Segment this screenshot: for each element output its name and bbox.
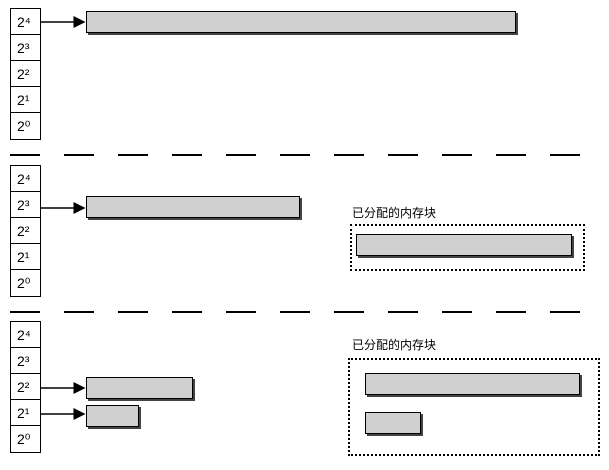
cell-2e4: 2⁴ [11,166,40,192]
cell-2e2: 2² [11,61,40,87]
free-block-2e2 [86,377,193,399]
cell-2e3: 2³ [11,348,40,374]
exponent-table-1: 2⁴ 2³ 2² 2¹ 2⁰ [10,8,41,140]
cell-2e0: 2⁰ [17,431,31,447]
allocated-region [350,224,585,271]
cell-2e3: 2³ [11,35,40,61]
allocated-block-2e1 [365,412,421,434]
cell-2e3: 2³ [11,192,40,218]
allocated-block-2e3 [356,234,572,256]
allocated-label: 已分配的内存块 [352,338,437,352]
allocated-label: 已分配的内存块 [352,206,437,220]
cell-2e2: 2² [11,374,40,400]
cell-2e1: 2¹ [11,87,40,113]
cell-2e4: 2⁴ [11,322,40,348]
cell-2e0: 2⁰ [17,275,31,291]
exponent-table-3: 2⁴ 2³ 2² 2¹ 2⁰ [10,321,41,453]
cell-2e0: 2⁰ [17,118,31,134]
allocated-region [348,358,600,456]
cell-2e1: 2¹ [11,400,40,426]
allocated-block-2e3 [365,373,580,395]
cell-2e4: 2⁴ [11,9,40,35]
free-block-2e4 [86,11,516,33]
free-block-2e1 [86,405,139,427]
cell-2e1: 2¹ [11,244,40,270]
cell-2e2: 2² [11,218,40,244]
exponent-table-2: 2⁴ 2³ 2² 2¹ 2⁰ [10,165,41,297]
free-block-2e3 [86,196,300,218]
